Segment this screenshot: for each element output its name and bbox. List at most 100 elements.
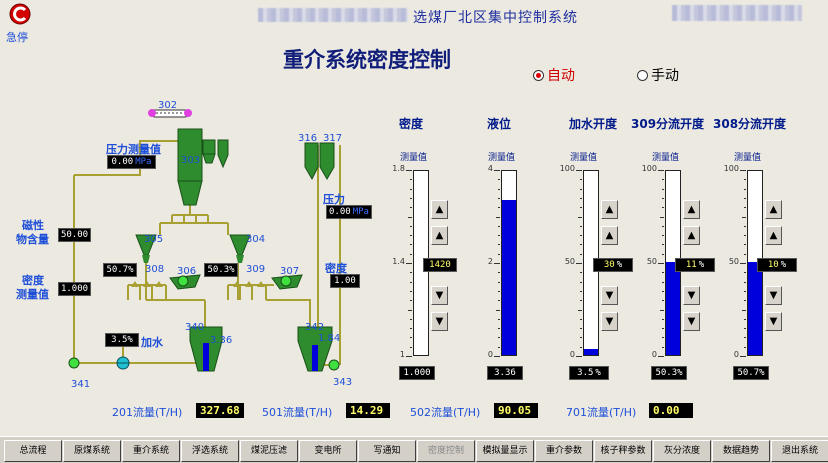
gauge-fast-up-button[interactable]: ▲ [765,200,782,219]
arrow-up-icon: ▲ [769,230,778,241]
gauge-title: 加水开度 [569,117,618,131]
estop-button[interactable]: 急停 [6,3,34,44]
density-value: 1.000 [58,282,91,296]
gauge-tick-label: 1.8 [392,164,405,173]
arrow-down-icon: ▼ [687,316,696,327]
gauge-fast-down-button[interactable]: ▼ [431,312,448,331]
flow-502-value: 90.05 [494,403,538,418]
gauge-sub-label: 测量值 [488,153,516,163]
tag-306: 306 [177,266,197,277]
gauge-down-button[interactable]: ▼ [765,286,782,305]
radio-unchecked-icon [637,69,648,81]
nav-button-11[interactable]: 灰分浓度 [653,440,711,462]
gauge-reading-value: 3.5 [577,368,594,378]
gauge-up-button[interactable]: ▲ [765,226,782,245]
density-label-2: 测量值 [16,288,49,301]
nav-button-1[interactable]: 原煤系统 [63,440,121,462]
gauge-tick-label: 50 [728,257,739,266]
gauge-up-button[interactable]: ▲ [431,226,448,245]
arrow-down-icon: ▼ [605,316,614,327]
gauge-sub-label: 测量值 [400,153,428,163]
arrow-up-icon: ▲ [605,230,614,241]
density-label-1: 密度 [22,274,44,287]
arrow-down-icon: ▼ [605,290,614,301]
gauge-reading: 1.000 [399,366,435,380]
pressure-label: 压力测量值 [106,143,161,156]
flow-501-label: 501流量(T/H) [262,406,333,419]
nav-button-13[interactable]: 退出系统 [771,440,828,462]
redacted-text [258,8,408,22]
gauge-title: 密度 [399,117,424,131]
tag-305: 305 [144,234,164,245]
gauge-sub-label: 测量值 [570,153,598,163]
arrow-down-icon: ▼ [769,316,778,327]
gauge-up-button[interactable]: ▲ [683,226,700,245]
pressure2-label: 压力 [323,193,345,206]
gauge-tick-label: 0 [487,350,493,359]
gauge-reading: 50.3% [651,366,687,380]
gauge-tick-label: 100 [641,164,657,173]
nav-button-10[interactable]: 核子秤参数 [594,440,652,462]
nav-button-5[interactable]: 变电所 [299,440,357,462]
level-340-value: 3.36 [210,335,233,346]
gauge-bar [501,170,517,356]
gauge-setpoint-value: 1420 [429,260,451,270]
nav-button-3[interactable]: 浮选系统 [181,440,239,462]
gauge-setpoint[interactable]: 1420 [423,258,457,272]
arrow-up-icon: ▲ [435,204,444,215]
nav-button-9[interactable]: 重介参数 [535,440,593,462]
tag-317: 317 [323,133,343,144]
redacted-text [672,5,802,21]
gauge-tick-label: 0 [569,350,575,359]
bottom-nav: 总流程原煤系统重介系统浮选系统煤泥压滤变电所写通知密度控制模拟量显示重介参数核子… [0,436,828,463]
gauge-down-button[interactable]: ▼ [431,286,448,305]
gauge-fast-down-button[interactable]: ▼ [683,312,700,331]
flow-701-value: 0.00 [649,403,693,418]
nav-button-6[interactable]: 写通知 [358,440,416,462]
gauge-tick-label: 1.4 [392,257,405,266]
water-label: 加水 [141,336,163,349]
gauge-setpoint[interactable]: 10% [757,258,797,272]
nav-button-2[interactable]: 重介系统 [122,440,180,462]
nav-button-4[interactable]: 煤泥压滤 [240,440,298,462]
tag-341: 341 [71,379,91,390]
gauge-down-button[interactable]: ▼ [683,286,700,305]
pressure2-unit: MPa [352,207,369,217]
gauge-tick-label: 50 [564,257,575,266]
gauge-tick-label: 50 [646,257,657,266]
split-309-value: 50.3% [204,263,238,277]
gauge-tick-label: 4 [487,164,493,173]
gauge-up-button[interactable]: ▲ [601,226,618,245]
gauge-tick-label: 2 [487,257,493,266]
gauge-reading-unit: % [595,368,601,378]
gauge-bar [747,170,763,356]
mode-auto-label: 自动 [547,68,575,84]
radio-checked-icon [533,69,544,81]
split-308-value: 50.7% [103,263,137,277]
gauge-setpoint[interactable]: 11% [675,258,715,272]
gauge-tick-label: 1 [399,350,405,359]
system-title: 选煤厂北区集中控制系统 [413,10,578,26]
gauge-reading-value: 3.36 [494,368,516,378]
nav-button-0[interactable]: 总流程 [4,440,62,462]
nav-button-7[interactable]: 密度控制 [417,440,475,462]
gauge-fast-up-button[interactable]: ▲ [601,200,618,219]
gauge-down-button[interactable]: ▼ [601,286,618,305]
gauge-reading: 3.36 [487,366,523,380]
gauge-fast-down-button[interactable]: ▼ [601,312,618,331]
mode-auto-radio[interactable]: 自动 [533,65,575,85]
gauge-fast-down-button[interactable]: ▼ [765,312,782,331]
tag-304: 304 [246,234,266,245]
mode-manual-radio[interactable]: 手动 [637,65,679,85]
gauge-setpoint-value: 30 [603,260,615,270]
gauge-fast-up-button[interactable]: ▲ [431,200,448,219]
gauge-fast-up-button[interactable]: ▲ [683,200,700,219]
nav-button-12[interactable]: 数据趋势 [712,440,770,462]
gauge-setpoint[interactable]: 30% [593,258,633,272]
nav-button-8[interactable]: 模拟量显示 [476,440,534,462]
magnetic-value: 50.00 [58,228,91,242]
tag-309: 309 [246,264,266,275]
